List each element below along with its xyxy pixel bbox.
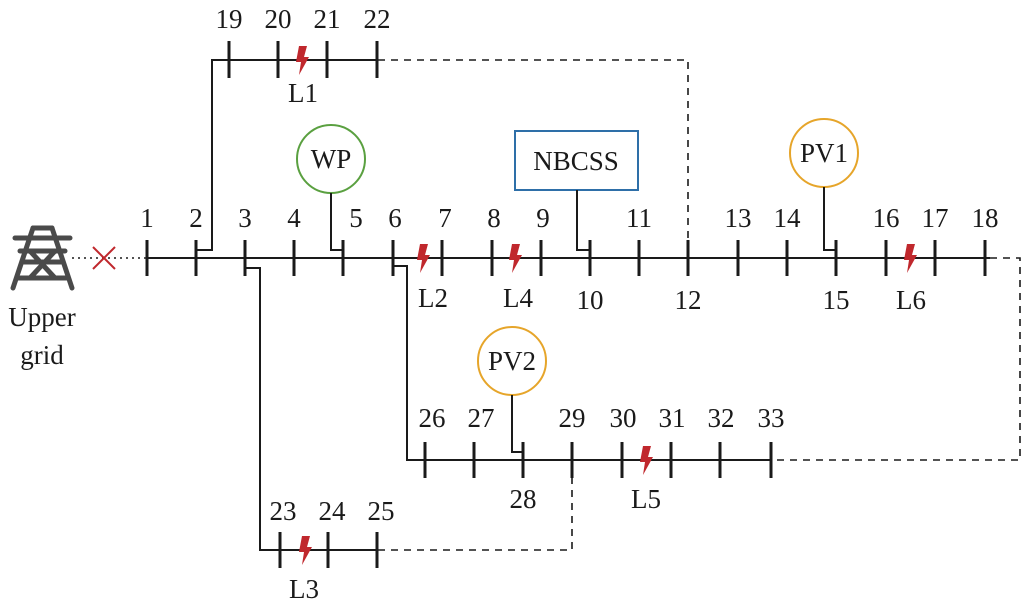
fault-label-l6: L6 <box>896 285 926 315</box>
lightning-bolt-icon[interactable] <box>904 244 917 273</box>
bus-label-8: 8 <box>487 203 501 233</box>
bus-label-31: 31 <box>659 403 686 433</box>
pv1-connection-line <box>823 187 836 251</box>
bus-label-32: 32 <box>708 403 735 433</box>
bus-label-23: 23 <box>270 496 297 526</box>
wp-connection-line <box>330 193 343 251</box>
pv1-label: PV1 <box>800 138 848 168</box>
bus-label-26: 26 <box>419 403 446 433</box>
transmission-tower-icon <box>10 225 75 291</box>
pv2-connection-line <box>511 395 523 453</box>
bus-label-12: 12 <box>675 285 702 315</box>
nbcss-label: NBCSS <box>533 146 619 176</box>
lightning-bolt-icon[interactable] <box>640 446 653 475</box>
tie-line-18-33 <box>772 257 1021 461</box>
bus-label-27: 27 <box>468 403 495 433</box>
bus-label-24: 24 <box>319 496 347 526</box>
fault-label-l5: L5 <box>631 484 661 514</box>
bus-label-7: 7 <box>438 203 452 233</box>
fault-label-l3: L3 <box>289 574 319 604</box>
fault-label-l4: L4 <box>503 283 533 313</box>
lightning-bolt-icon[interactable] <box>296 46 309 75</box>
open-breaker-x-icon[interactable] <box>92 246 116 270</box>
main-feeder-buses <box>145 240 987 276</box>
bus-label-6: 6 <box>388 203 402 233</box>
bus-label-30: 30 <box>610 403 637 433</box>
bus-label-22: 22 <box>364 4 391 34</box>
bus-label-5: 5 <box>349 203 363 233</box>
upper-grid-label-line2: grid <box>20 340 64 370</box>
lightning-bolt-icon[interactable] <box>417 244 430 273</box>
bus-label-28: 28 <box>510 484 537 514</box>
bus-label-2: 2 <box>189 203 203 233</box>
upper-grid-label-line1: Upper <box>8 302 75 332</box>
fault-label-l1: L1 <box>288 78 318 108</box>
lateral-26-33-line <box>393 265 772 461</box>
bus-label-4: 4 <box>287 203 301 233</box>
pv2-label: PV2 <box>488 346 536 376</box>
lightning-bolt-icon[interactable] <box>299 536 312 565</box>
bus-label-9: 9 <box>536 203 550 233</box>
bus-label-14: 14 <box>774 203 802 233</box>
bus-label-20: 20 <box>265 4 292 34</box>
bus-label-33: 33 <box>758 403 785 433</box>
lateral-19-22-line <box>196 59 378 251</box>
tie-line-25-29 <box>378 478 573 551</box>
bus-label-17: 17 <box>922 203 949 233</box>
wp-label: WP <box>311 144 352 174</box>
nbcss-connection-line <box>576 190 590 251</box>
bus-label-1: 1 <box>140 203 154 233</box>
lateral-23-25-line <box>245 267 378 551</box>
bus-label-29: 29 <box>559 403 586 433</box>
fault-label-l2: L2 <box>418 283 448 313</box>
bus-label-25: 25 <box>368 496 395 526</box>
bus-label-21: 21 <box>314 4 341 34</box>
bus-label-15: 15 <box>823 285 850 315</box>
bus-label-13: 13 <box>725 203 752 233</box>
nbcss-box[interactable] <box>514 130 639 191</box>
bus-label-18: 18 <box>972 203 999 233</box>
bus-label-10: 10 <box>577 285 604 315</box>
bus-label-3: 3 <box>238 203 252 233</box>
bus-label-16: 16 <box>873 203 900 233</box>
lightning-bolt-icon[interactable] <box>509 244 522 273</box>
bus-label-19: 19 <box>216 4 243 34</box>
bus-label-11: 11 <box>626 203 652 233</box>
